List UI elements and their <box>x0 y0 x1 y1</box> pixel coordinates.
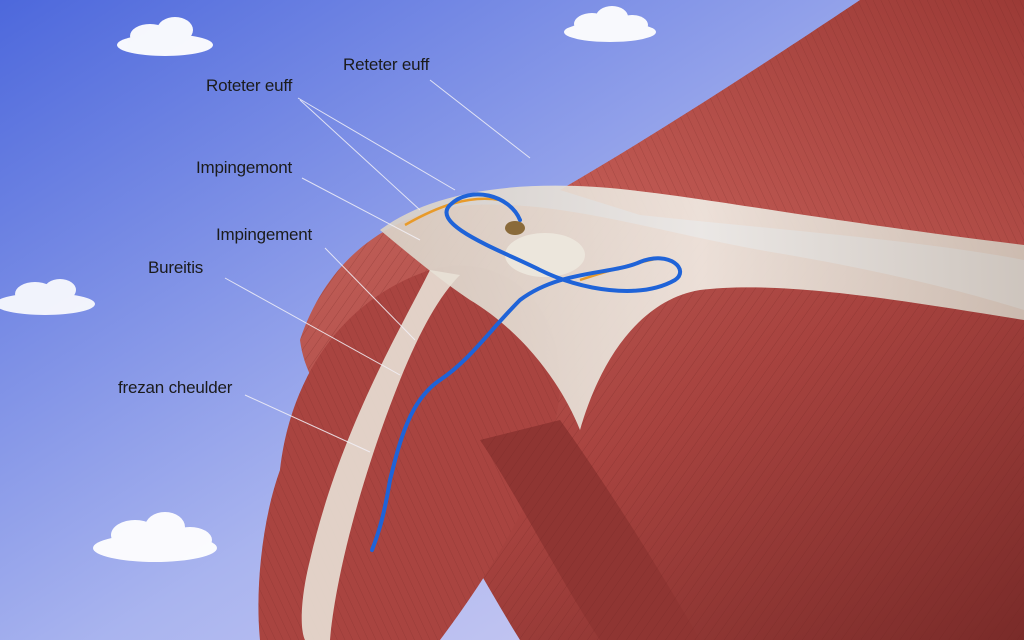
humeral-head <box>505 233 585 277</box>
cloud-top-center <box>564 6 656 42</box>
leader-line-rotator-top <box>429 79 531 159</box>
label-impingement-2: Impingement <box>216 225 313 244</box>
leader-line-rotator-left-b <box>299 99 421 211</box>
biceps-tendon <box>301 270 460 640</box>
label-impingement-1: Impingemont <box>196 158 293 177</box>
leader-line-impingement-2 <box>324 247 416 341</box>
label-rotator-cuff-left: Roteter euff <box>206 76 293 95</box>
leader-line-bursitis <box>224 277 401 376</box>
cloud-left <box>0 279 95 315</box>
cloud-top-left <box>117 17 213 56</box>
label-rotator-cuff-top: Reteter euff <box>343 55 430 74</box>
bursa-node <box>505 221 525 235</box>
leader-line-impingement-1 <box>301 177 421 241</box>
label-bursitis: Bureitis <box>148 258 204 277</box>
leader-line-frozen-shoulder <box>244 394 371 453</box>
blue-nerve <box>370 192 683 552</box>
cloud-bottom-left <box>93 512 217 562</box>
leader-line-rotator-left-a <box>297 97 456 191</box>
label-frozen-shoulder: frezan cheulder <box>118 378 233 397</box>
leader-lines <box>224 79 531 453</box>
